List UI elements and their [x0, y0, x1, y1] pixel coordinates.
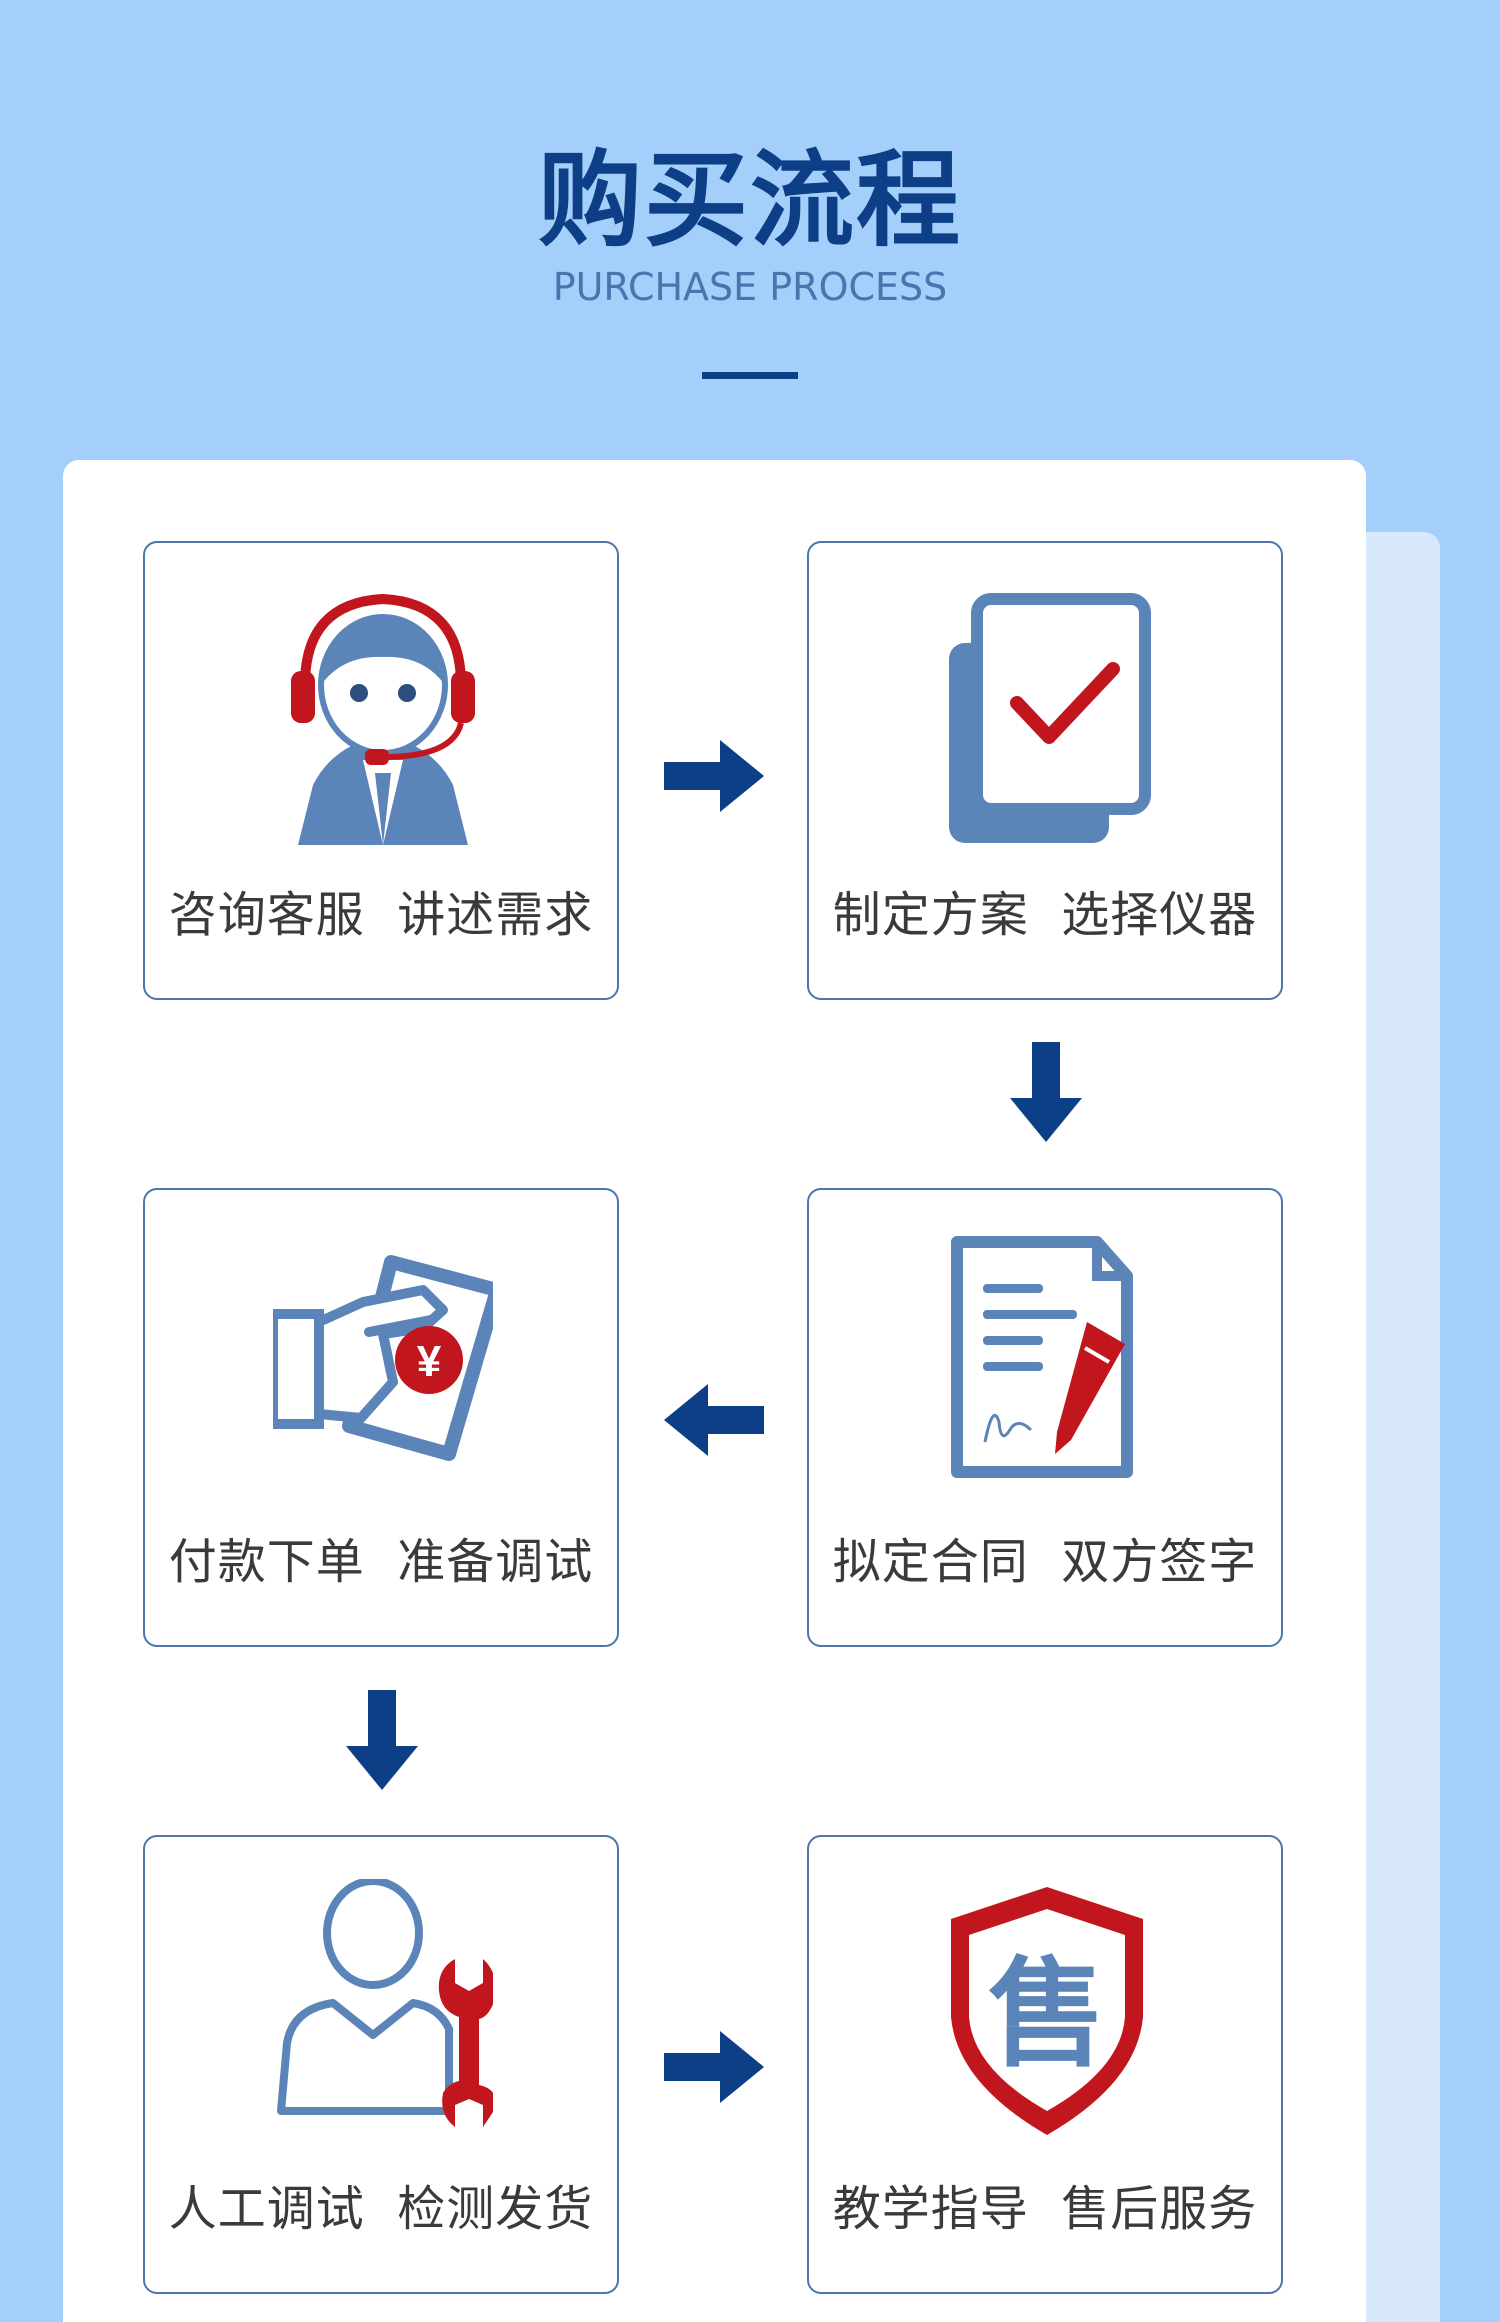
page-title: 购买流程	[537, 139, 962, 261]
step-card-plan: 制定方案 选择仪器	[807, 541, 1283, 1000]
step-card-debug: 人工调试 检测发货	[143, 1835, 619, 2294]
technician-wrench-icon	[277, 1879, 493, 2127]
arrow-down-icon	[1010, 1042, 1082, 1142]
arrow-right-icon	[664, 740, 764, 812]
step-label: 人工调试 检测发货	[168, 2181, 594, 2237]
step-card-after-sales: 售 教学指导 售后服务	[807, 1835, 1283, 2294]
page-subtitle: PURCHASE PROCESS	[552, 265, 948, 309]
step-card-payment: ¥ 付款下单 准备调试	[143, 1188, 619, 1647]
step-label: 拟定合同 双方签字	[832, 1534, 1258, 1590]
shield-glyph: 售	[988, 1945, 1106, 2083]
arrow-down-icon	[346, 1690, 418, 1790]
customer-service-icon	[291, 593, 475, 845]
contract-sign-icon	[951, 1236, 1133, 1478]
arrow-right-icon	[664, 2031, 764, 2103]
document-check-icon	[949, 593, 1151, 843]
step-label: 制定方案 选择仪器	[832, 887, 1258, 943]
step-label: 咨询客服 讲述需求	[168, 887, 594, 943]
step-card-contract: 拟定合同 双方签字	[807, 1188, 1283, 1647]
arrow-left-icon	[664, 1384, 764, 1456]
step-label: 付款下单 准备调试	[168, 1534, 594, 1590]
currency-glyph: ¥	[417, 1337, 442, 1386]
payment-icon: ¥	[273, 1255, 493, 1461]
step-label: 教学指导 售后服务	[832, 2181, 1258, 2237]
step-card-consult: 咨询客服 讲述需求	[143, 541, 619, 1000]
after-sales-shield-icon: 售	[951, 1887, 1143, 2135]
title-divider	[702, 372, 798, 379]
